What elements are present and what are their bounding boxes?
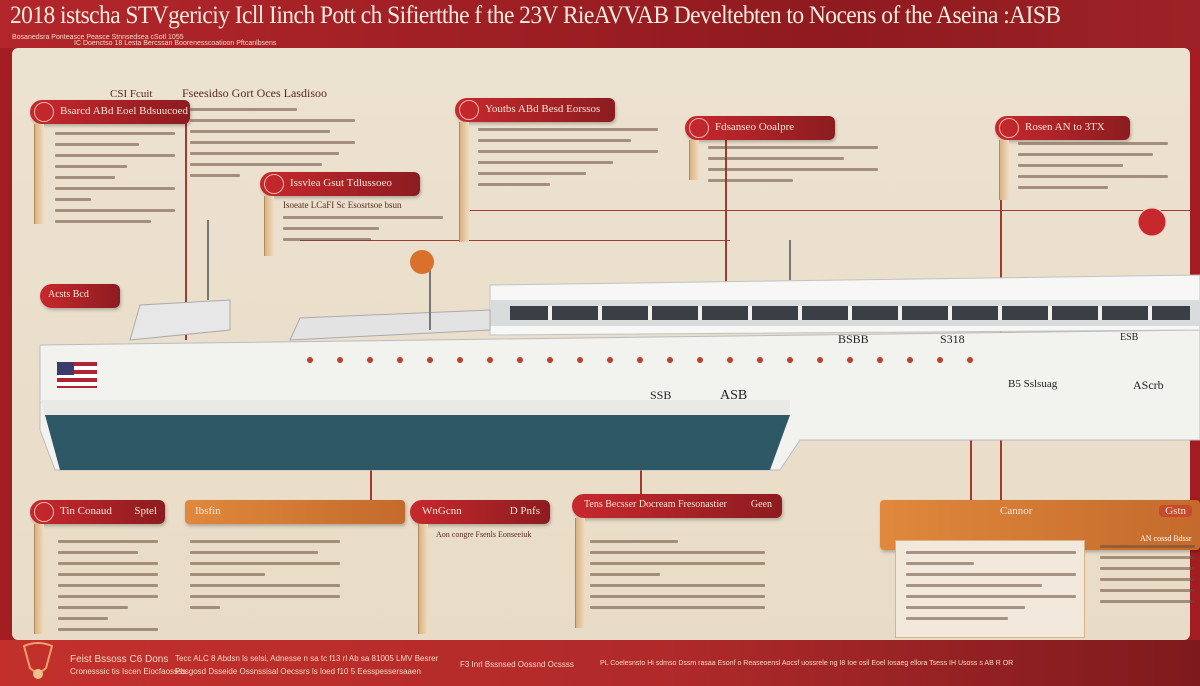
hull-dark-section	[45, 415, 790, 470]
callout-5: Rosen AN to 3TX	[995, 116, 1130, 140]
hull-label: SSB	[650, 388, 672, 402]
hull-label: ESB	[1120, 332, 1139, 343]
callout-subheading: Isoeate LCaFI Sc Esosrtsoe bsun	[283, 200, 402, 210]
subtitle-2: IC Doenctso 18 Lesta Bercssan Boorenessc…	[74, 40, 277, 47]
page-title: 2018 istscha STVgericiy Icll Iinch Pott …	[10, 2, 1061, 29]
footer-text: Tecc ALC 8 Abdsn ls selsi, Adnesse n sa …	[175, 654, 439, 663]
footer-text: Pbsgosd Dsseide Ossnssisal Oecssrs ls lo…	[175, 667, 421, 676]
footer-title: Feist Bssoss C6 Dons	[70, 654, 169, 665]
callout-tag: AN cossd Bdssr	[1140, 534, 1192, 543]
callout-3: Youtbs ABd Besd Eorssos	[455, 98, 615, 122]
hull-label: BSBB	[838, 332, 869, 346]
hull-label: ASB	[720, 388, 748, 403]
footer-text: PL Coelesnsto Hi sdmso Dssm rasaa Esonf …	[600, 660, 1014, 667]
column-heading: Fseesidso Gort Oces Lasdisoo	[182, 86, 327, 100]
callout-4: Fdsanseo Ooalpre	[685, 116, 835, 140]
column-heading: CSI Fcuit	[110, 88, 153, 100]
logo-icon	[22, 642, 54, 679]
footer: Feist Bssoss C6 Dons Cronesssic tis Isce…	[0, 640, 1200, 686]
callout-1: Bsarcd ABd Eoel Bdsuucoed	[30, 100, 190, 124]
header-banner: 2018 istscha STVgericiy Icll Iinch Pott …	[0, 0, 1200, 48]
callout-card	[895, 540, 1085, 638]
us-flag-icon	[57, 362, 97, 388]
footer-subtitle: Cronesssic tis Iscen Eiocfaossss	[70, 667, 187, 676]
callout-2: Issvlea Gsut Tdlussoeo	[260, 172, 420, 196]
hull-label: AScrb	[1133, 378, 1164, 392]
side-callout: Acsts Bcd	[40, 284, 120, 308]
emblem-icon	[1137, 207, 1167, 237]
emblem-icon	[410, 250, 434, 274]
callout-note: Aon congre Fsenls Eonseeiuk	[436, 530, 532, 539]
footer-text: F3 Inrl Bssnsed Oossnd Ocssss	[460, 660, 574, 669]
bottom-callout-2: Ibsfin	[185, 500, 405, 524]
hull-label: B5 Sslsuag	[1008, 378, 1058, 390]
subtitle: Bosanedsra Ponteasce Peasce Stnnsedsea c…	[12, 34, 184, 41]
hull-label: S318	[940, 332, 965, 346]
